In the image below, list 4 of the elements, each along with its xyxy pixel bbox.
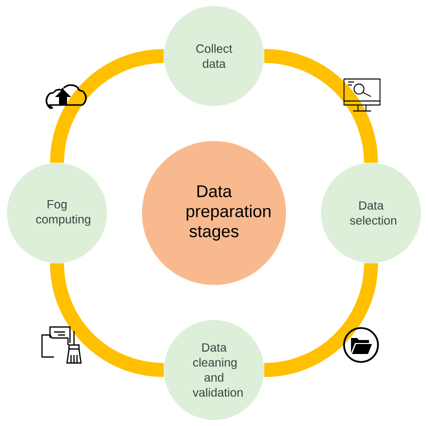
ring-arc bbox=[264, 49, 378, 164]
ring-arc bbox=[264, 262, 378, 377]
ring-arc bbox=[50, 262, 164, 377]
ring-arc bbox=[50, 49, 164, 164]
